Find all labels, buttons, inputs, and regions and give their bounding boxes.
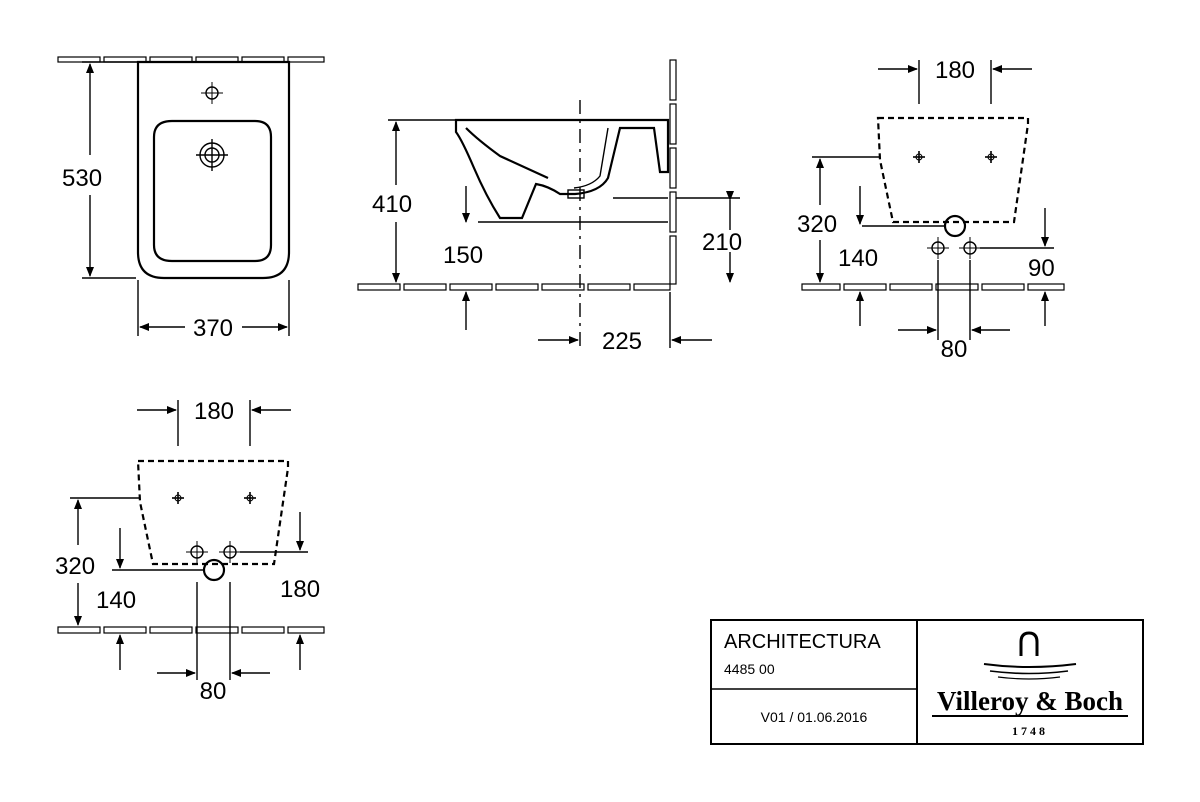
dim-inlet-spacing: 80 — [941, 336, 968, 363]
dim-height-low: 150 — [443, 242, 483, 269]
wall-vertical — [669, 59, 677, 285]
outlet-icon — [943, 214, 967, 238]
inlet-left-icon — [926, 236, 950, 260]
bidet-section — [454, 118, 670, 220]
dim-inlet-spacing: 80 — [200, 678, 227, 705]
side-view: 410 150 210 225 — [357, 59, 742, 355]
dim-fixing-height: 320 — [55, 553, 95, 580]
fixing-hole-right-icon — [243, 491, 257, 505]
article-number: 4485 00 — [724, 661, 775, 677]
bidet-outline-hidden — [876, 116, 1030, 224]
bidet-outline — [136, 60, 291, 280]
dim-inlet-height: 140 — [96, 587, 136, 614]
inlet-right-icon — [218, 540, 242, 564]
brand-year: 1748 — [1012, 724, 1048, 738]
dim-width: 370 — [193, 315, 233, 342]
dim-height: 410 — [372, 191, 412, 218]
dim-outlet-height: 180 — [280, 576, 320, 603]
fixing-hole-left-icon — [171, 491, 185, 505]
version-date: V01 / 01.06.2016 — [761, 709, 868, 725]
inlet-left-icon — [185, 540, 209, 564]
product-name: ARCHITECTURA — [724, 631, 881, 653]
inlet-right-icon — [958, 236, 982, 260]
rear-view-1: 180 320 140 90 80 — [797, 57, 1065, 363]
tap-hole-icon — [200, 81, 224, 105]
floor-line — [57, 626, 325, 634]
title-block: ARCHITECTURA 4485 00 V01 / 01.06.2016 Vi… — [710, 619, 1144, 745]
floor-line — [357, 283, 671, 291]
dim-depth: 530 — [62, 165, 102, 192]
rear-view-2: 180 320 140 180 80 — [55, 398, 325, 705]
drain-icon — [196, 139, 228, 171]
top-view: 530 370 — [57, 56, 325, 342]
bowl-outline — [152, 119, 273, 263]
bidet-outline-hidden — [136, 459, 290, 566]
fixing-hole-right-icon — [984, 150, 998, 164]
dim-outlet-offset: 225 — [602, 328, 642, 355]
dim-top-spacing: 180 — [194, 398, 234, 425]
dim-outlet-height: 90 — [1028, 255, 1055, 282]
faucet-icon — [983, 631, 1077, 680]
brand-logo: Villeroy & Boch 1748 — [932, 631, 1128, 738]
dim-top-spacing: 180 — [935, 57, 975, 84]
fixing-hole-left-icon — [912, 150, 926, 164]
brand-name: Villeroy & Boch — [937, 686, 1123, 716]
dim-fixing-height: 320 — [797, 211, 837, 238]
dim-height-outlet: 210 — [702, 229, 742, 256]
dim-inlet-height: 140 — [838, 245, 878, 272]
floor-line — [801, 283, 1065, 291]
wall-line — [57, 56, 325, 63]
